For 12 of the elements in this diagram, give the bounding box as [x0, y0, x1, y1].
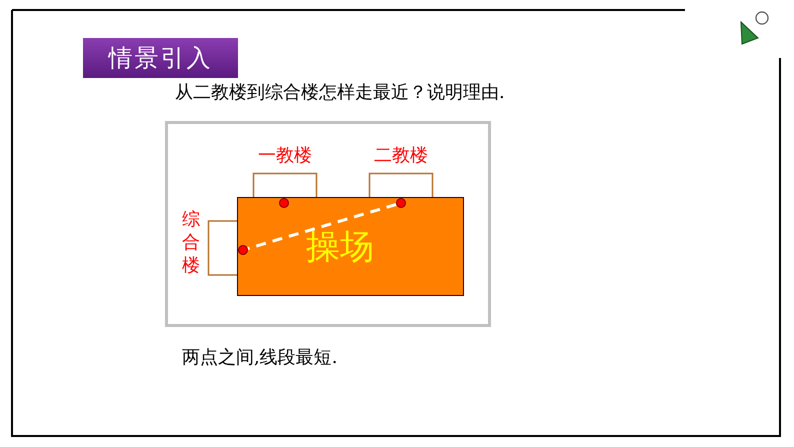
- question-text: 从二教楼到综合楼怎样走最近？说明理由.: [175, 81, 505, 104]
- heading-banner: 情景引入: [83, 38, 238, 78]
- path-line: [247, 202, 397, 250]
- location-dot: [279, 198, 289, 208]
- conclusion-text: 两点之间,线段最短.: [182, 346, 338, 369]
- building-name: 综合楼: [182, 208, 201, 277]
- area-label: 操场: [306, 226, 374, 269]
- building-name: 二教楼: [373, 144, 429, 167]
- playground-area: [237, 197, 464, 296]
- location-dot: [238, 245, 248, 255]
- location-dot: [396, 198, 406, 208]
- building-name: 一教楼: [257, 144, 313, 167]
